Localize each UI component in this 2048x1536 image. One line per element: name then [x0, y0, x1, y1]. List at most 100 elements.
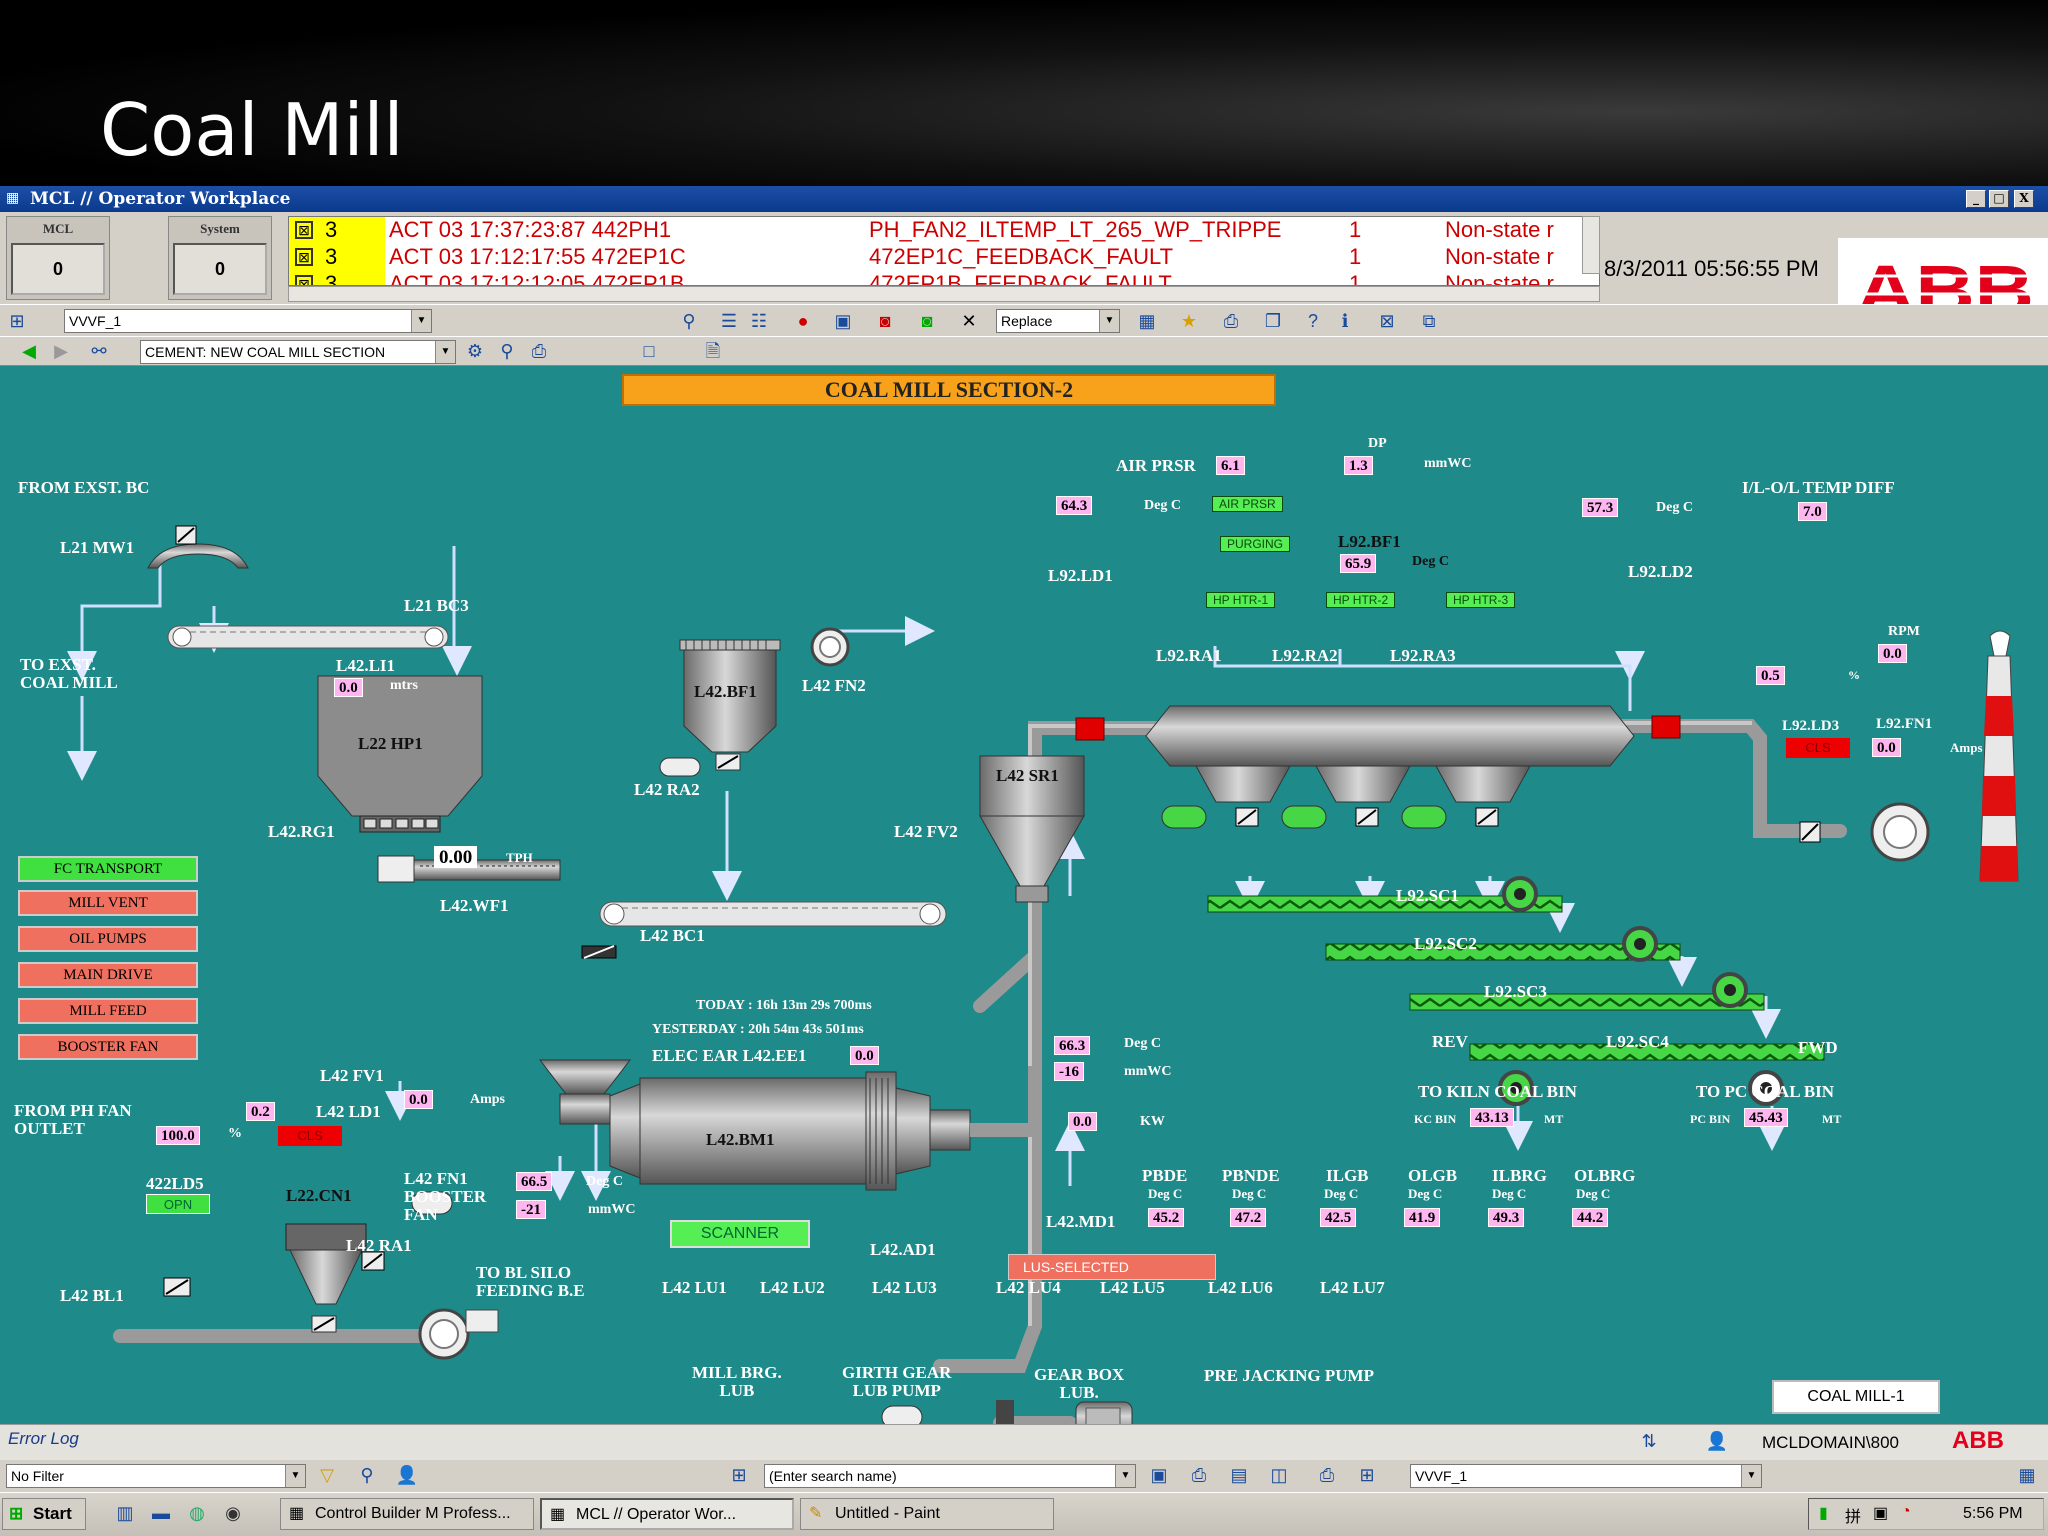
- start-button[interactable]: ⊞ Start: [2, 1498, 86, 1530]
- list-alt-icon[interactable]: ☷: [750, 311, 768, 331]
- lus-selected-indicator[interactable]: LUS-SELECTED: [1008, 1254, 1216, 1280]
- mill-vent-button[interactable]: MILL VENT: [18, 890, 198, 916]
- counter-label: MCL: [42, 221, 74, 236]
- chevron-down-icon[interactable]: ▼: [411, 310, 431, 332]
- zoom-icon[interactable]: ⚲: [360, 1465, 374, 1485]
- user-icon[interactable]: 👤: [1705, 1431, 1729, 1451]
- window-titlebar[interactable]: ▦ MCL // Operator Workplace _ □ X: [0, 186, 2048, 212]
- ack-checkbox[interactable]: ⊠: [295, 248, 313, 266]
- air-prsr-label: AIR PRSR: [1116, 456, 1196, 475]
- l42-ld1-status[interactable]: CLS: [278, 1126, 342, 1146]
- object-combo[interactable]: VVVF_1 ▼: [64, 309, 432, 333]
- save-icon[interactable]: ▤: [1230, 1465, 1248, 1485]
- l21-mw1-label: L21 MW1: [60, 538, 135, 557]
- info-icon[interactable]: ℹ: [1341, 311, 1349, 331]
- tools-icon[interactable]: ✕: [961, 311, 977, 331]
- arrange-icon[interactable]: ⇅: [1641, 1431, 1657, 1451]
- tool-b-icon[interactable]: ⚲: [500, 341, 514, 361]
- filter-icon[interactable]: ▽: [320, 1465, 334, 1485]
- search-icon[interactable]: ⚲: [682, 311, 696, 331]
- report-icon[interactable]: ◙: [921, 311, 933, 331]
- grid-icon[interactable]: ▦: [2018, 1465, 2036, 1485]
- l92-ld1-damper: [1075, 717, 1105, 741]
- mcl-alarm-counter[interactable]: MCL 0: [6, 216, 110, 300]
- l42-bl1-label: L42 BL1: [60, 1286, 124, 1305]
- l92-ld3-status[interactable]: CLS: [1786, 738, 1850, 758]
- copy-icon[interactable]: ❐: [1264, 311, 1282, 331]
- alarm-list[interactable]: ⊠ 3 ACT 03 17:37:23:87 442PH1 PH_FAN2_IL…: [288, 216, 1600, 286]
- maximize-button[interactable]: □: [1989, 190, 2009, 208]
- close-button[interactable]: X: [2014, 190, 2034, 208]
- oil-pumps-button[interactable]: OIL PUMPS: [18, 926, 198, 952]
- fullscreen-icon[interactable]: ⧉: [1422, 311, 1436, 331]
- media-icon[interactable]: ◉: [225, 1503, 241, 1523]
- user-icon[interactable]: 👤: [395, 1465, 419, 1485]
- task-control-builder[interactable]: ▦ Control Builder M Profess...: [280, 1498, 534, 1530]
- system-alarm-counter[interactable]: System 0: [168, 216, 272, 300]
- replace-combo[interactable]: Replace ▼: [996, 309, 1120, 333]
- object-browser-icon[interactable]: ⊞: [9, 311, 25, 331]
- browser-icon[interactable]: ◍: [189, 1503, 205, 1523]
- list-icon[interactable]: ☰: [720, 311, 738, 331]
- slide-header: Coal Mill: [0, 0, 2048, 186]
- filter-toggle-icon[interactable]: ⊞: [731, 1465, 747, 1485]
- chevron-down-icon[interactable]: ▼: [435, 341, 455, 363]
- minimize-button[interactable]: _: [1966, 190, 1986, 208]
- search-name-input[interactable]: (Enter search name) ▼: [764, 1464, 1136, 1488]
- alarm-horizontal-scrollbar[interactable]: [288, 286, 1600, 302]
- error-log-label[interactable]: Error Log: [8, 1429, 79, 1448]
- network-icon[interactable]: ▮: [1819, 1505, 1828, 1522]
- booster-fan-button[interactable]: BOOSTER FAN: [18, 1034, 198, 1060]
- window-icon[interactable]: □: [643, 341, 655, 361]
- ime-icon[interactable]: 拼: [1845, 1509, 1862, 1526]
- mill-feed-button[interactable]: MILL FEED: [18, 998, 198, 1024]
- ack-checkbox[interactable]: ⊠: [295, 275, 313, 285]
- coal-mill-1-button[interactable]: COAL MILL-1: [1772, 1380, 1940, 1414]
- trend-icon[interactable]: ◙: [879, 311, 891, 331]
- task-operator-workplace[interactable]: ▦ MCL // Operator Wor...: [540, 1498, 794, 1530]
- alarm-vertical-scrollbar[interactable]: [1582, 216, 1600, 274]
- document-icon[interactable]: 🗎: [705, 341, 721, 361]
- help-icon[interactable]: ?: [1307, 311, 1318, 331]
- ack-checkbox[interactable]: ⊠: [295, 221, 313, 239]
- main-drive-button[interactable]: MAIN DRIVE: [18, 962, 198, 988]
- alarm-row[interactable]: ⊠ 3 ACT 03 17:37:23:87 442PH1 PH_FAN2_IL…: [289, 217, 1589, 244]
- scanner-button[interactable]: SCANNER: [670, 1220, 810, 1248]
- fc-transport-button[interactable]: FC TRANSPORT: [18, 856, 198, 882]
- pc-bin-level: 45.43: [1744, 1108, 1788, 1127]
- object-combo-bottom[interactable]: VVVF_1 ▼: [1410, 1464, 1762, 1488]
- grid-icon[interactable]: ▦: [1138, 311, 1156, 331]
- columns-icon[interactable]: ◫: [1270, 1465, 1288, 1485]
- chevron-down-icon[interactable]: ▼: [1741, 1465, 1761, 1487]
- print-icon[interactable]: ⎙: [531, 341, 547, 361]
- security-icon[interactable]: ◔: [1901, 1503, 1911, 1520]
- tool-a-icon[interactable]: ⚙: [466, 341, 484, 361]
- alarm-row[interactable]: ⊠ 3 ACT 03 17:12:17:55 472EP1C 472EP1C_F…: [289, 244, 1589, 271]
- desktop-icon[interactable]: ▬: [152, 1503, 170, 1523]
- object-browser-icon[interactable]: ⊞: [1359, 1465, 1375, 1485]
- print-icon[interactable]: ⎙: [1223, 311, 1239, 331]
- stop-icon[interactable]: ●: [797, 311, 809, 331]
- window-icon[interactable]: ▣: [834, 311, 852, 331]
- display-path-combo[interactable]: CEMENT: NEW COAL MILL SECTION ▼: [140, 340, 456, 364]
- quicklaunch-icon[interactable]: ▥: [116, 1503, 134, 1523]
- binoculars-icon[interactable]: ⚯: [91, 341, 107, 361]
- print-icon[interactable]: ⎙: [1191, 1465, 1207, 1485]
- close-display-icon[interactable]: ⊠: [1379, 311, 1395, 331]
- display-icon[interactable]: ▣: [1873, 1505, 1889, 1522]
- filter-combo[interactable]: No Filter ▼: [6, 1464, 306, 1488]
- chevron-down-icon[interactable]: ▼: [1099, 310, 1119, 332]
- star-icon[interactable]: ★: [1180, 311, 1198, 331]
- task-paint[interactable]: ✎ Untitled - Paint: [800, 1498, 1054, 1530]
- chevron-down-icon[interactable]: ▼: [285, 1465, 305, 1487]
- runtime-yesterday: YESTERDAY : 20h 54m 43s 501ms: [652, 1022, 864, 1037]
- forward-icon[interactable]: ▶: [54, 341, 68, 361]
- back-icon[interactable]: ◀: [22, 341, 36, 361]
- print-preview-icon[interactable]: ⎙: [1319, 1465, 1335, 1485]
- l22-cn1-cone: [285, 1223, 367, 1333]
- sr1-pressure-value: -16: [1054, 1062, 1084, 1081]
- alarm-row[interactable]: ⊠ 3 ACT 03 17:12:12:05 472EP1B 472EP1B_F…: [289, 271, 1589, 285]
- chevron-down-icon[interactable]: ▼: [1115, 1465, 1135, 1487]
- window-icon[interactable]: ▣: [1150, 1465, 1168, 1485]
- l422ld5-status[interactable]: OPN: [146, 1194, 210, 1214]
